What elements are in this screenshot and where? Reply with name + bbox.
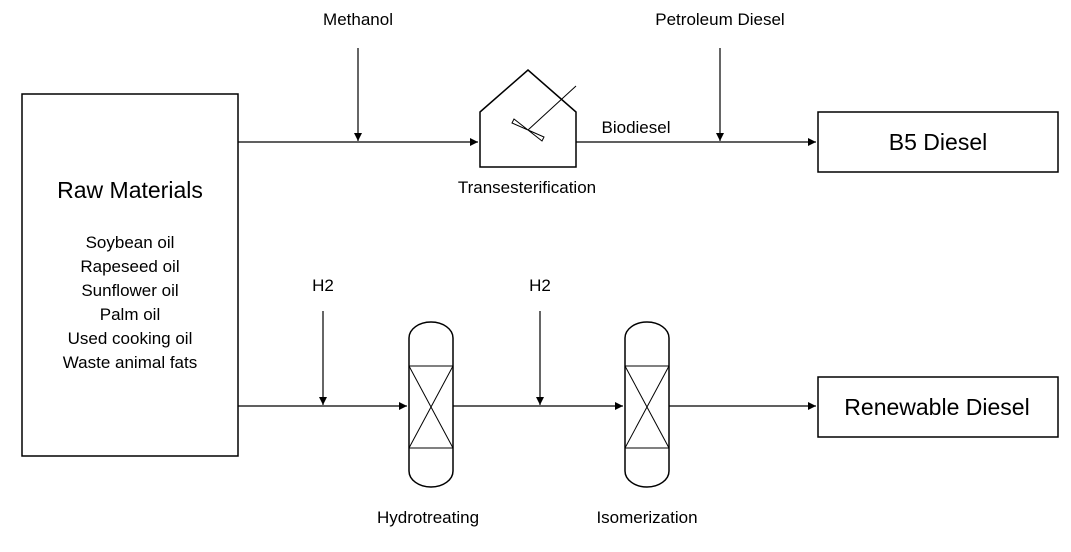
raw-materials-box: Raw Materials Soybean oil Rapeseed oil S… <box>21 93 239 457</box>
agitator-shaft <box>527 85 577 131</box>
raw-material-item: Palm oil <box>100 305 160 324</box>
biodiesel-label: Biodiesel <box>602 118 671 137</box>
raw-material-item: Waste animal fats <box>63 353 197 372</box>
b5-diesel-label: B5 Diesel <box>889 129 987 155</box>
raw-materials-title: Raw Materials <box>57 177 203 203</box>
biodiesel-route: Methanol Transesterification Biodiesel P… <box>238 10 1059 197</box>
raw-material-item: Rapeseed oil <box>80 257 179 276</box>
petroleum-diesel-label: Petroleum Diesel <box>655 10 784 29</box>
hydrotreating-column <box>408 321 454 488</box>
b5-diesel-box <box>817 111 1059 173</box>
raw-material-item: Soybean oil <box>86 233 175 252</box>
h2-label-first: H2 <box>312 276 334 295</box>
h2-label-second: H2 <box>529 276 551 295</box>
transesterification-reactor <box>479 69 577 168</box>
transesterification-label: Transesterification <box>458 178 596 197</box>
isomerization-label: Isomerization <box>596 508 697 527</box>
renewable-diesel-label: Renewable Diesel <box>844 394 1029 420</box>
renewable-diesel-box <box>817 376 1059 438</box>
raw-material-item: Used cooking oil <box>68 329 193 348</box>
isomerization-column <box>624 321 670 488</box>
agitator-blade <box>511 118 545 142</box>
hydrotreating-label: Hydrotreating <box>377 508 479 527</box>
renewable-route: H2 Hydrotreating H2 Isomerization <box>238 276 1059 527</box>
methanol-label: Methanol <box>323 10 393 29</box>
raw-material-item: Sunflower oil <box>81 281 178 300</box>
